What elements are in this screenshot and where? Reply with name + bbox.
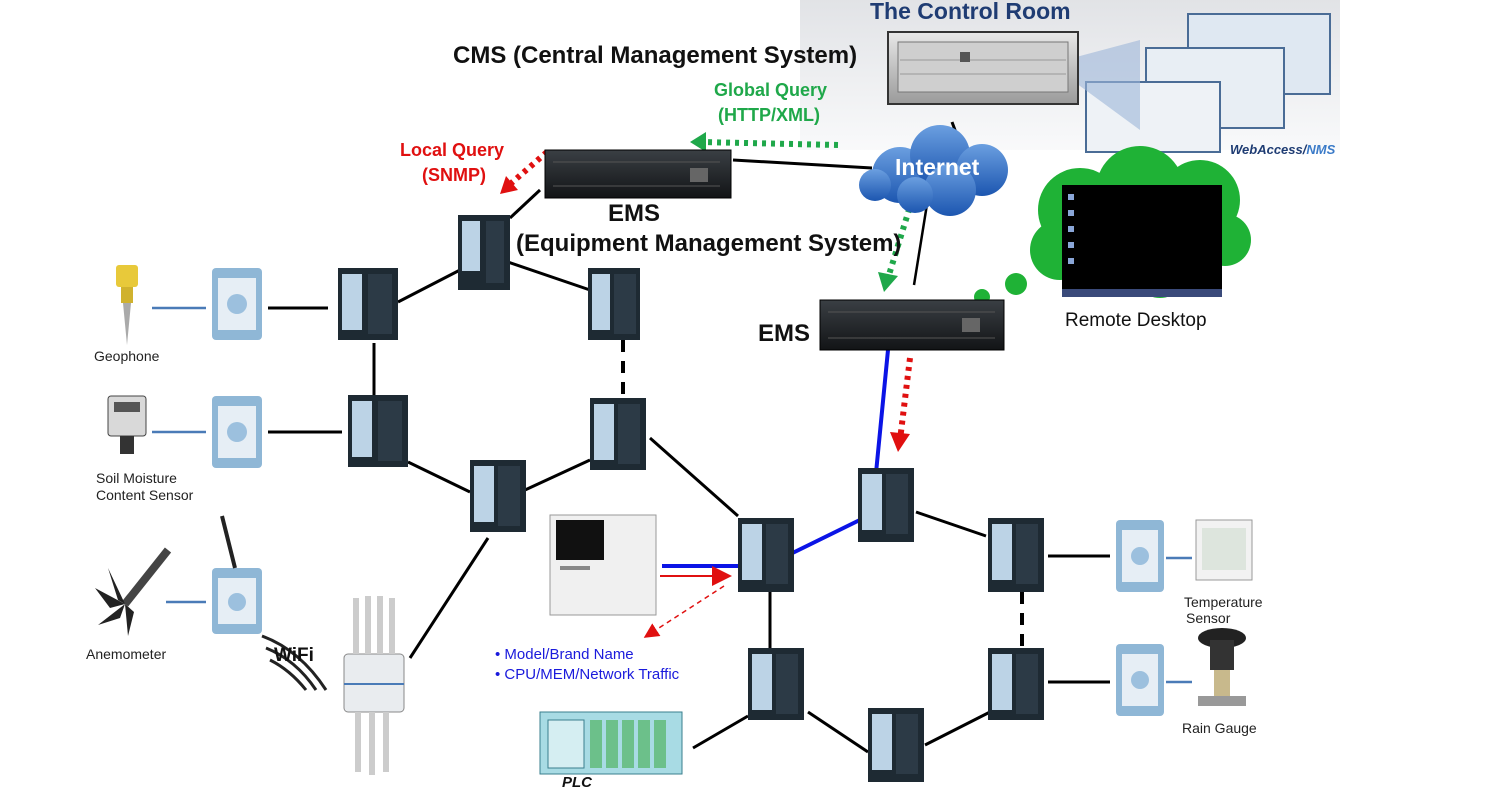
ems-left-fullname: (Equipment Management System): [516, 230, 902, 257]
wifi-access-point-icon: [343, 596, 405, 775]
monitored-info-list: Model/Brand Name CPU/MEM/Network Traffic: [495, 645, 679, 685]
rain-gauge-icon: [1198, 628, 1246, 706]
switch: [338, 268, 398, 340]
webaccess-screens: [1050, 13, 1331, 153]
switch: [858, 468, 914, 542]
bullet-item: Model/Brand Name: [495, 645, 679, 665]
switches: [338, 215, 1044, 782]
industrial-pc-icon: [549, 514, 657, 616]
switch: [738, 518, 794, 592]
switch: [470, 460, 526, 532]
switch: [988, 648, 1044, 720]
ems-server-right: [819, 299, 1005, 351]
io-modules: [212, 268, 1164, 716]
local-query-arrow: [506, 149, 549, 189]
global-query-arrow: [699, 139, 839, 148]
local-query-protocol: (SNMP): [422, 165, 486, 185]
ems-left-label: EMS: [608, 200, 661, 227]
cms-server: [887, 31, 1079, 105]
switch: [348, 395, 408, 467]
io-module: [212, 396, 262, 468]
sensor-links: [152, 306, 1192, 684]
geophone-label: Geophone: [94, 348, 160, 364]
global-query-label: Global Query: [714, 80, 828, 100]
soil-sensor-label-2: Content Sensor: [96, 487, 194, 503]
plc-icon: [539, 711, 683, 775]
anemometer-icon: [95, 547, 172, 636]
cms-label: CMS (Central Management System): [453, 42, 858, 69]
soil-moisture-sensor-icon: [107, 395, 147, 454]
remote-desktop-screen: [1062, 185, 1222, 297]
ems-server-left: [544, 149, 732, 199]
switch: [590, 398, 646, 470]
control-room-title: The Control Room: [870, 0, 1071, 24]
anemometer-label: Anemometer: [86, 646, 167, 662]
geophone-icon: [116, 265, 138, 345]
plc-label: PLC: [562, 774, 592, 791]
info-arrow: [643, 585, 725, 638]
temperature-sensor-label-1: Temperature: [1184, 594, 1263, 610]
switch: [458, 215, 510, 290]
switch: [988, 518, 1044, 592]
switch: [868, 708, 924, 782]
soil-sensor-label-1: Soil Moisture: [96, 470, 177, 486]
local-query-label: Local Query: [400, 140, 505, 160]
switch: [588, 268, 640, 340]
network-links: [268, 121, 1110, 754]
remote-desktop-label: Remote Desktop: [1065, 310, 1207, 331]
switch: [748, 648, 804, 720]
wifi-signal-icon: [261, 634, 328, 691]
redundant-links: [621, 340, 1024, 646]
bullet-item: CPU/MEM/Network Traffic: [495, 665, 679, 685]
internet-label: Internet: [895, 154, 980, 180]
webaccess-label: WebAccess/NMS: [1230, 142, 1336, 157]
temperature-sensor-icon: [1195, 519, 1253, 581]
io-module: [212, 268, 262, 340]
ems-right-label: EMS: [758, 320, 811, 347]
wifi-label: WiFi: [274, 645, 314, 666]
io-module: [1116, 520, 1164, 592]
temperature-sensor-label-2: Sensor: [1186, 610, 1231, 626]
ems-query-arrow: [897, 357, 913, 441]
io-module: [1116, 644, 1164, 716]
global-query-protocol: (HTTP/XML): [718, 105, 820, 125]
rain-gauge-label: Rain Gauge: [1182, 720, 1257, 736]
io-module: [212, 568, 262, 634]
internet-cloud-icon: [859, 125, 1008, 216]
